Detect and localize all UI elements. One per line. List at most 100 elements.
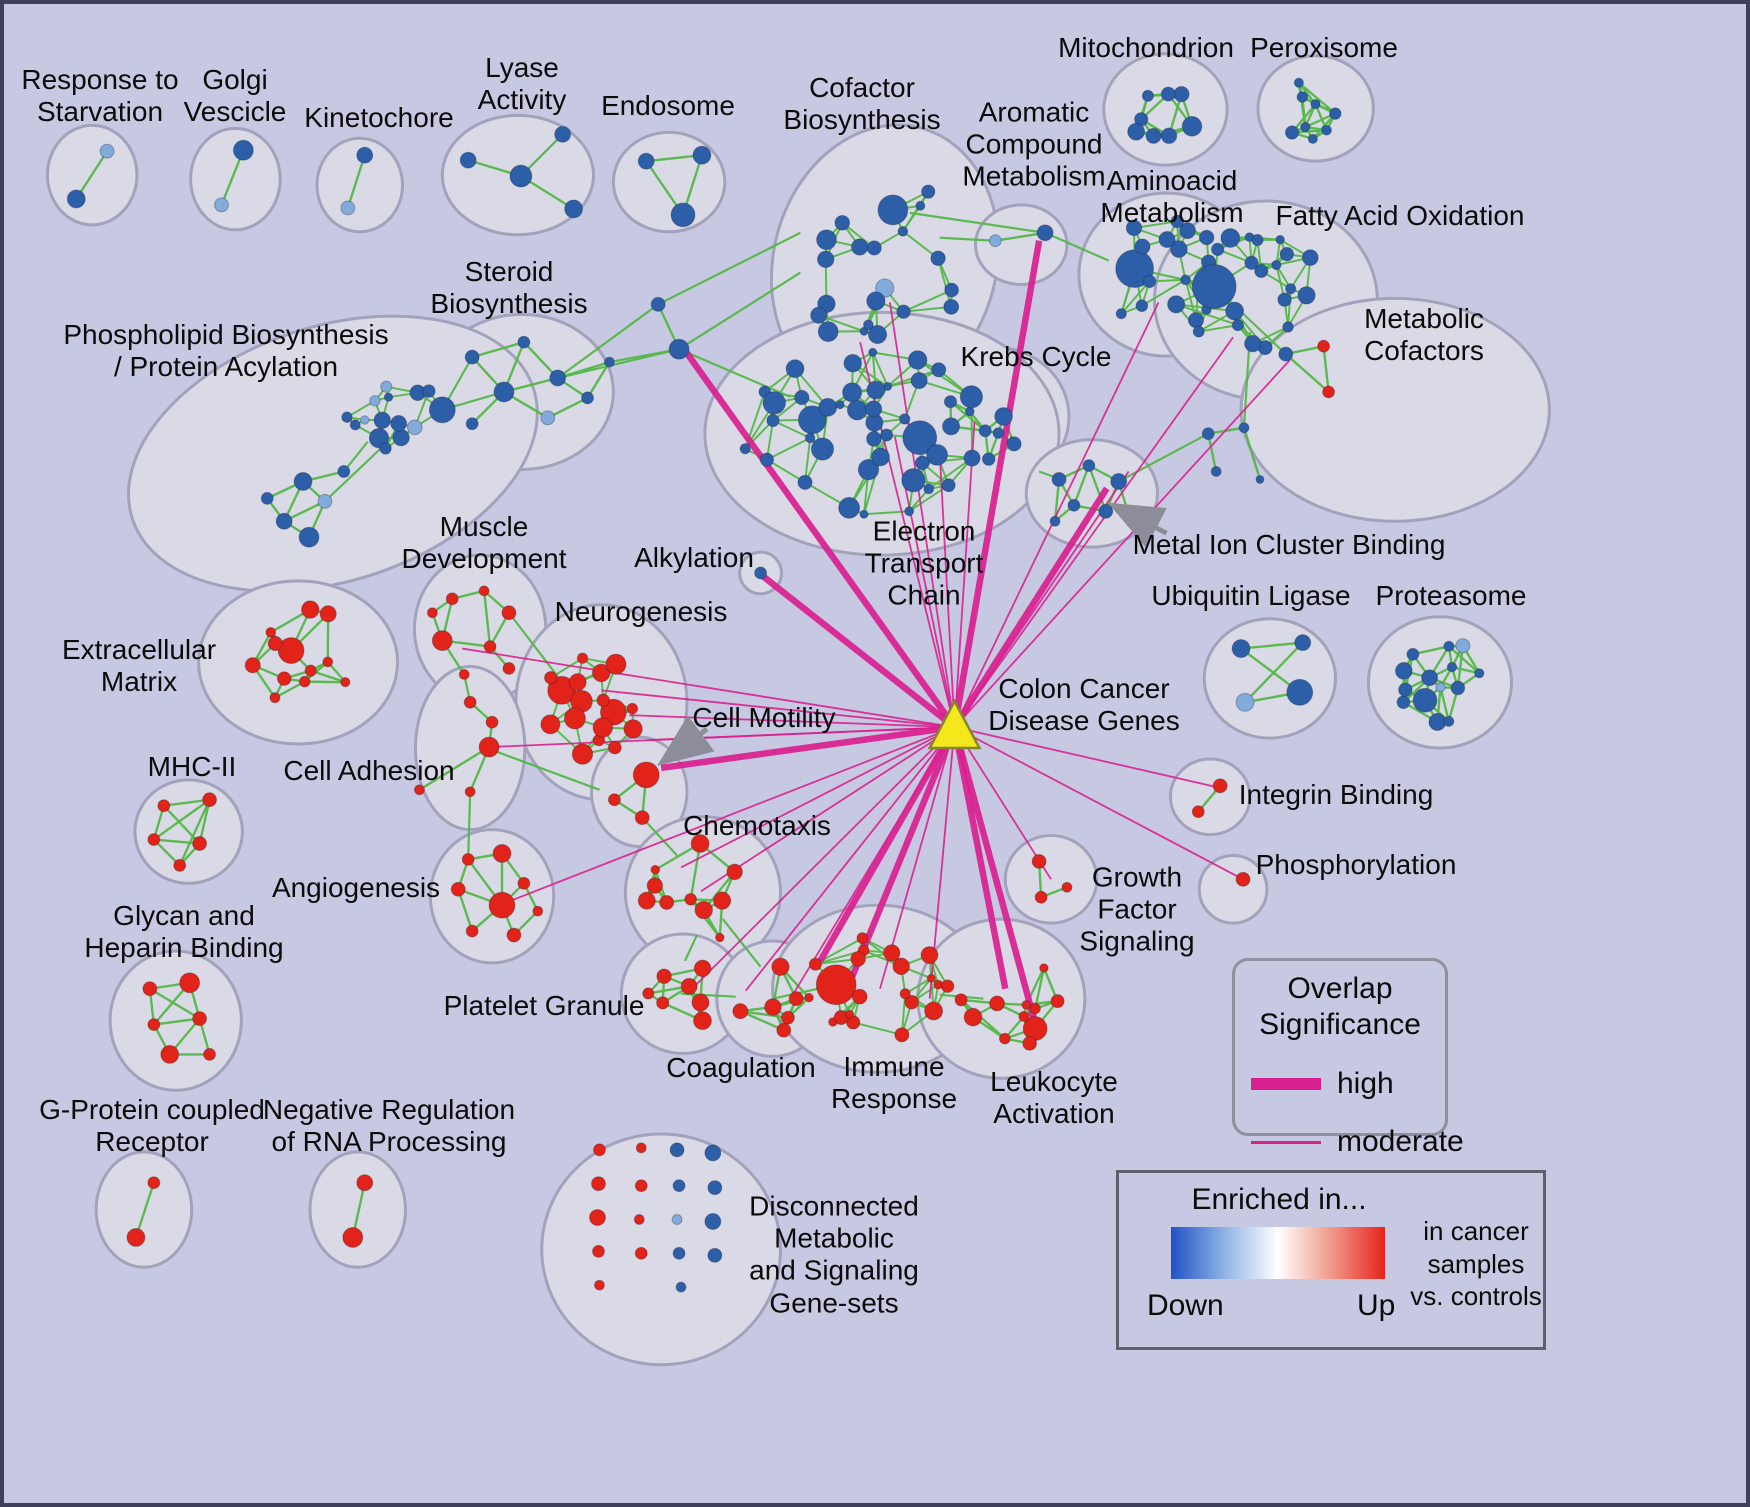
significance-edge-moderate (938, 451, 956, 728)
gene-set-node-electron-transport-chain (818, 397, 838, 417)
gene-set-node-leukocyte-activation (954, 993, 968, 1007)
gene-set-node-electron-transport-chain (797, 474, 813, 490)
gene-set-node-disconnected-gene-sets (635, 1142, 647, 1154)
gene-set-node-cofactor-biosynthesis (866, 291, 886, 311)
gene-set-node-aminoacid-metabolism (1198, 229, 1215, 246)
significance-edge-moderate (489, 726, 955, 748)
gene-set-node-negative-regulation-rna-processing (356, 1174, 374, 1192)
gene-set-node-proteasome (1406, 647, 1420, 661)
gene-set-node-mhc-ii (173, 858, 187, 872)
gene-set-node-metabolic-cofactors (1238, 422, 1250, 434)
gene-set-node-mitochondrion (1127, 122, 1146, 141)
gene-set-node-electron-transport-chain (810, 437, 835, 461)
significance-edge-moderate (889, 302, 956, 728)
gene-set-node-cell-adhesion (463, 695, 477, 709)
gene-set-edge (871, 351, 889, 387)
gene-set-node-metabolic-cofactors (1322, 385, 1336, 399)
gene-set-node-lyase-activity (509, 164, 533, 188)
gene-set-node-peroxisome (1296, 91, 1309, 103)
gene-set-edge (1285, 353, 1330, 393)
gene-set-node-steroid-biosynthesis (549, 369, 567, 387)
gene-set-edge (1322, 346, 1330, 393)
gene-set-node-immune-response (926, 973, 936, 983)
gene-set-edge (346, 154, 366, 209)
overlap-significance-legend: Overlap Significance high moderate (1232, 958, 1464, 1158)
gene-set-node-peroxisome (1293, 77, 1304, 88)
gene-set-node-steroid-biosynthesis (581, 391, 594, 405)
significance-edge-high (817, 725, 958, 963)
gene-set-node-phospholipid-biosynthesis (379, 442, 392, 455)
gene-set-node-glycan-heparin-binding (179, 972, 201, 994)
gene-set-node-electron-transport-chain (931, 362, 947, 378)
inter-cluster-edge (557, 303, 659, 379)
pointer-arrow (657, 715, 715, 766)
enrichment-gradient-bar (1171, 1227, 1385, 1279)
gene-set-node-proteasome (1443, 715, 1455, 727)
gene-set-node-phospholipid-tail (275, 512, 293, 530)
gene-set-node-extracellular-matrix (276, 671, 292, 686)
significance-edge-high (760, 573, 957, 730)
gene-set-node-disconnected-gene-sets (672, 1246, 686, 1260)
gene-set-node-phospholipid-tail (260, 491, 274, 505)
gene-set-node-muscle-development (483, 640, 497, 654)
cluster-ellipse-metabolic-cofactors (1239, 296, 1551, 523)
significance-edge-moderate (954, 726, 1221, 789)
gene-set-node-coagulation (780, 1010, 795, 1025)
gene-set-node-leukocyte-activation (998, 1032, 1011, 1045)
gene-set-node-platelet-granule (693, 1011, 712, 1031)
gene-set-node-electron-transport-chain (914, 455, 930, 471)
gene-set-node-disconnected-gene-sets (593, 1279, 605, 1291)
gene-set-edge (902, 191, 930, 232)
gene-set-edge (1456, 645, 1465, 689)
gene-set-node-metal-ion-cluster-binding (1067, 498, 1081, 512)
gene-set-node-aminoacid-metabolism (1134, 238, 1151, 255)
significance-edge-moderate (686, 726, 956, 995)
gene-set-node-proteasome (1412, 687, 1438, 713)
gene-set-node-phospholipid-tail (337, 465, 351, 478)
gene-set-edge (1287, 288, 1292, 328)
gene-set-node-glycan-heparin-binding (192, 1011, 208, 1027)
gene-set-edge (557, 360, 610, 380)
gene-set-node-chemotaxis (650, 864, 661, 875)
gene-set-node-metal-ion-cluster-binding (1082, 459, 1096, 473)
gene-set-node-cell-motility (634, 810, 650, 826)
gene-set-node-phospholipid-biosynthesis (360, 415, 370, 425)
gene-set-node-electron-transport-chain (766, 413, 780, 428)
gene-set-node-extracellular-matrix (244, 657, 261, 674)
gene-set-edge (1244, 641, 1304, 704)
hub-triangle-colon-cancer-disease-genes (927, 698, 982, 750)
gene-set-edge (1439, 687, 1450, 722)
gene-set-edge (1297, 82, 1307, 128)
gene-set-node-lyase-activity (459, 151, 477, 169)
gene-set-node-krebs-cycle (964, 406, 975, 417)
cluster-ellipse-metal-ion-cluster-binding (1024, 438, 1159, 549)
gene-set-node-fatty-acid-oxidation (1279, 246, 1295, 262)
gene-set-node-peroxisome (1310, 98, 1321, 110)
gene-set-node-glycan-heparin-binding (160, 1044, 180, 1064)
gene-set-node-metal-ion-cluster-binding (1110, 472, 1128, 490)
gene-set-node-angiogenesis (506, 927, 522, 943)
significance-edge-moderate (462, 647, 955, 729)
gene-set-node-electron-transport-chain (901, 468, 926, 493)
inter-cluster-edge (1044, 231, 1110, 262)
gene-set-node-coagulation (776, 1022, 792, 1038)
gene-set-node-disconnected-gene-sets (671, 1214, 683, 1225)
gene-set-node-ubiquitin-ligase (1235, 692, 1255, 712)
gene-set-node-leukocyte-activation (1029, 1002, 1041, 1015)
cluster-ellipse-extracellular-matrix (197, 579, 400, 746)
gene-set-edge (995, 231, 1046, 242)
cluster-ellipse-angiogenesis (428, 828, 556, 965)
gene-set-edge (960, 998, 1006, 1040)
gene-set-edge (178, 799, 211, 866)
gene-set-node-g-protein-coupled-receptor (147, 1176, 161, 1190)
gene-set-node-leukocyte-activation (989, 995, 1006, 1012)
gene-set-node-phospholipid-biosynthesis (380, 380, 393, 393)
gene-set-node-chemotaxis (694, 900, 713, 920)
gene-set-node-phospholipid-tail (293, 472, 313, 491)
gene-set-node-leukocyte-activation (963, 1007, 983, 1027)
gene-set-node-mitochondrion (1145, 127, 1162, 144)
gene-set-node-leukocyte-activation (1018, 1010, 1030, 1023)
gene-set-node-cofactor-biosynthesis (921, 184, 936, 199)
gene-set-node-platelet-granule (691, 993, 710, 1012)
gene-set-node-steroid-biosynthesis (540, 410, 556, 426)
